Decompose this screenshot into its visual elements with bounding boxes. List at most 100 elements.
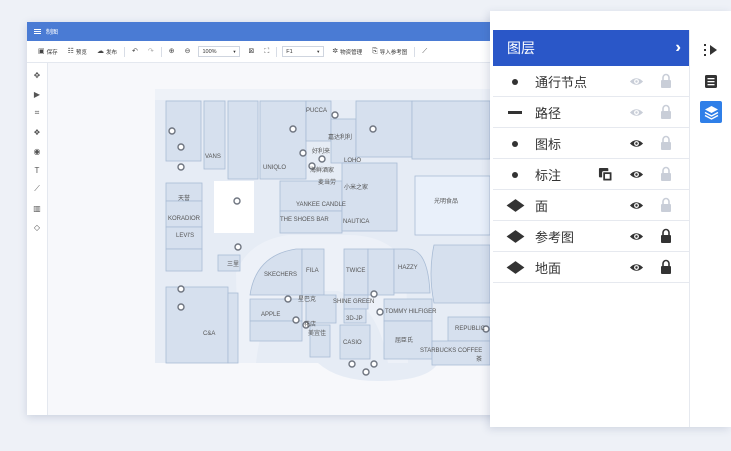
measure-button[interactable]: ⟋ [417, 45, 432, 59]
poi-marker[interactable] [318, 155, 326, 163]
store-casio[interactable] [339, 324, 371, 360]
floor-select[interactable]: F1 ▼ [282, 46, 325, 57]
visibility-eye-icon[interactable] [629, 198, 644, 213]
lock-icon[interactable] [660, 259, 672, 275]
poi-marker[interactable] [370, 360, 378, 368]
store-nautica[interactable] [341, 162, 398, 232]
collapse-chevron-icon[interactable]: ›› [675, 39, 680, 56]
poi-marker[interactable] [348, 360, 356, 368]
poi-marker[interactable] [289, 125, 297, 133]
floor-map[interactable]: VANS PUCCA LOHO UNIQLO YANKEE CANDLE THE… [48, 63, 497, 415]
store-block[interactable] [367, 248, 395, 296]
save-button[interactable]: ▣ 保存 [33, 45, 63, 59]
zoom-out-button[interactable]: ⊖ [180, 45, 196, 59]
store-uniqlo[interactable] [259, 100, 307, 180]
line-tool-icon[interactable]: ⟋ [34, 184, 40, 193]
lock-icon[interactable] [660, 197, 672, 213]
fullscreen-button[interactable]: ⛶ [259, 45, 274, 59]
poi-marker[interactable] [376, 308, 384, 316]
lock-icon[interactable] [660, 166, 672, 182]
visibility-eye-icon[interactable] [629, 229, 644, 244]
store-loho[interactable] [330, 118, 357, 164]
poi-marker[interactable] [482, 325, 490, 333]
layer-row[interactable]: 通行节点 [493, 66, 689, 97]
map-canvas[interactable]: VANS PUCCA LOHO UNIQLO YANKEE CANDLE THE… [48, 63, 497, 415]
fit-view-button[interactable]: ⊠ [243, 45, 259, 59]
lock-icon[interactable] [660, 104, 672, 120]
store-skechers[interactable] [249, 248, 303, 296]
redo-button[interactable]: ↷ [143, 45, 159, 59]
layer-row[interactable]: 面 [493, 190, 689, 221]
undo-icon: ↶ [131, 48, 138, 55]
store-block[interactable] [383, 320, 433, 360]
store-block[interactable] [165, 248, 203, 272]
visibility-eye-icon[interactable] [629, 105, 644, 120]
preview-button[interactable]: ☷ 预览 [63, 45, 92, 59]
material-button[interactable]: ✲ 物资管理 [327, 45, 367, 59]
store-ca[interactable] [165, 286, 229, 364]
text-tool-icon[interactable]: T [34, 165, 40, 175]
store-block[interactable] [309, 324, 331, 358]
point-tool-icon[interactable]: ◉ [33, 146, 41, 156]
store-hazzy[interactable] [393, 248, 431, 294]
store-guangming[interactable] [414, 175, 491, 236]
lock-icon[interactable] [660, 73, 672, 89]
lock-icon[interactable] [660, 228, 672, 244]
map-label: 海鲜酒家 [310, 166, 334, 174]
store-block[interactable] [227, 100, 259, 180]
layer-row[interactable]: 标注 [493, 159, 689, 190]
tab-layers[interactable] [700, 101, 722, 123]
poi-marker[interactable] [234, 243, 242, 251]
visibility-eye-icon[interactable] [629, 167, 644, 182]
area-tool-icon[interactable]: ▥ [33, 203, 41, 213]
undo-button[interactable]: ↶ [127, 45, 143, 59]
move-tool-icon[interactable]: ✥ [33, 70, 41, 80]
store-3d-jp[interactable] [343, 308, 367, 324]
layer-row[interactable]: 路径 [493, 97, 689, 128]
zoom-select[interactable]: 100% ▼ [198, 46, 241, 57]
poi-marker[interactable] [284, 295, 292, 303]
poi-marker[interactable] [331, 111, 339, 119]
store-block[interactable] [430, 244, 491, 304]
poi-marker[interactable] [233, 197, 241, 205]
tab-properties[interactable] [700, 70, 722, 92]
store-block[interactable] [305, 294, 337, 324]
layer-row[interactable]: 图标 [493, 128, 689, 159]
menu-icon[interactable] [34, 29, 41, 34]
poi-marker[interactable] [168, 127, 176, 135]
poi-marker[interactable] [362, 368, 370, 376]
store-block[interactable] [355, 100, 413, 158]
visibility-eye-icon[interactable] [629, 136, 644, 151]
publish-button[interactable]: ☁ 发布 [92, 45, 122, 59]
zoom-in-button[interactable]: ⊕ [164, 45, 180, 59]
poi-marker[interactable] [177, 163, 185, 171]
poi-marker[interactable] [299, 149, 307, 157]
layer-row[interactable]: 地面 [493, 252, 689, 283]
layer-row[interactable]: 参考图 [493, 221, 689, 252]
store-block[interactable] [411, 100, 491, 160]
poi-marker[interactable] [302, 321, 310, 329]
poi-marker[interactable] [177, 303, 185, 311]
poi-marker[interactable] [369, 125, 377, 133]
node-tool-icon[interactable]: ⌗ [34, 108, 40, 117]
poi-marker[interactable] [308, 162, 316, 170]
select-tool-icon[interactable]: ▶ [33, 89, 41, 99]
copy-icon[interactable] [598, 167, 613, 182]
lock-icon[interactable] [660, 135, 672, 151]
store-koradior[interactable] [165, 200, 203, 228]
visibility-eye-icon[interactable] [629, 260, 644, 275]
visibility-eye-icon[interactable] [629, 74, 644, 89]
poi-marker[interactable] [370, 290, 378, 298]
store-block[interactable] [227, 292, 239, 364]
store-block[interactable] [249, 320, 303, 342]
poi-marker[interactable] [177, 143, 185, 151]
store-vans[interactable] [203, 100, 226, 170]
import-reference-button[interactable]: ⎘ 导入参考图 [367, 45, 412, 59]
poi-marker[interactable] [292, 316, 300, 324]
poi-marker[interactable] [177, 285, 185, 293]
tab-nodes[interactable] [700, 39, 722, 61]
eraser-tool-icon[interactable]: ◇ [33, 222, 41, 232]
paint-tool-icon[interactable]: ❖ [33, 127, 41, 137]
store-starbucks[interactable] [431, 340, 491, 366]
store-sanli[interactable] [217, 254, 241, 272]
